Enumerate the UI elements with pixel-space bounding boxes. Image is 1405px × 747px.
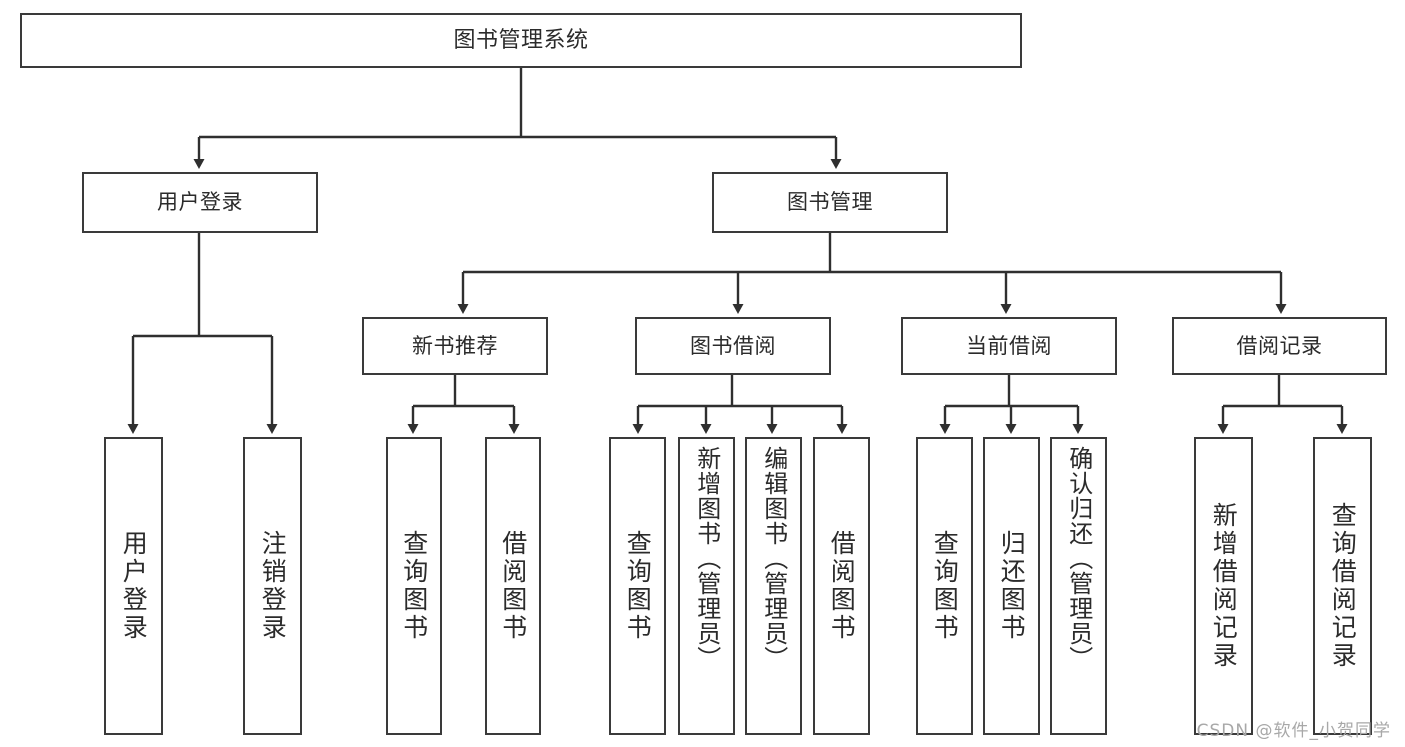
watermark-text: CSDN @软件_小贺同学 [1196,721,1391,741]
leaf-borrow-book-recommend[interactable]: 借阅图书 [485,437,541,735]
node-label: 借阅图书 [827,530,857,642]
node-label: 归还图书 [997,530,1027,642]
node-label: 借阅图书 [498,530,528,642]
node-label: 用户登录 [157,190,243,215]
node-label: 借阅记录 [1236,333,1323,358]
node-label: 查询图书 [399,530,429,642]
node-label: 确认归还（管理员） [1064,446,1093,671]
node-label: 新书推荐 [412,333,498,358]
node-label: 查询图书 [623,530,653,642]
node-label: 新增图书（管理员） [692,446,721,671]
leaf-edit-book-admin[interactable]: 编辑图书（管理员） [745,437,802,735]
leaf-user-login[interactable]: 用户登录 [104,437,163,735]
node-label: 注销登录 [258,530,288,642]
node-book-borrow[interactable]: 图书借阅 [635,317,831,375]
node-label: 图书管理系统 [453,27,589,53]
node-label: 当前借阅 [966,333,1052,358]
node-label: 图书借阅 [690,333,776,358]
leaf-query-book-recommend[interactable]: 查询图书 [386,437,442,735]
leaf-add-borrow-record[interactable]: 新增借阅记录 [1194,437,1253,735]
node-label: 查询借阅记录 [1328,502,1358,670]
leaf-add-book-admin[interactable]: 新增图书（管理员） [678,437,735,735]
node-borrow-record[interactable]: 借阅记录 [1172,317,1387,375]
leaf-query-book-borrow[interactable]: 查询图书 [609,437,666,735]
node-root-system[interactable]: 图书管理系统 [20,13,1022,68]
leaf-user-logout[interactable]: 注销登录 [243,437,302,735]
leaf-borrow-book-borrow[interactable]: 借阅图书 [813,437,870,735]
leaf-return-book[interactable]: 归还图书 [983,437,1040,735]
leaf-confirm-return-admin[interactable]: 确认归还（管理员） [1050,437,1107,735]
node-label: 用户登录 [119,530,149,642]
node-label: 查询图书 [930,530,960,642]
leaf-query-book-current[interactable]: 查询图书 [916,437,973,735]
node-book-manage[interactable]: 图书管理 [712,172,948,233]
leaf-query-borrow-record[interactable]: 查询借阅记录 [1313,437,1372,735]
node-label: 新增借阅记录 [1209,502,1239,670]
node-label: 图书管理 [787,190,873,215]
node-label: 编辑图书（管理员） [759,446,788,671]
node-new-book-recommend[interactable]: 新书推荐 [362,317,548,375]
node-user-login[interactable]: 用户登录 [82,172,318,233]
node-current-borrow[interactable]: 当前借阅 [901,317,1117,375]
